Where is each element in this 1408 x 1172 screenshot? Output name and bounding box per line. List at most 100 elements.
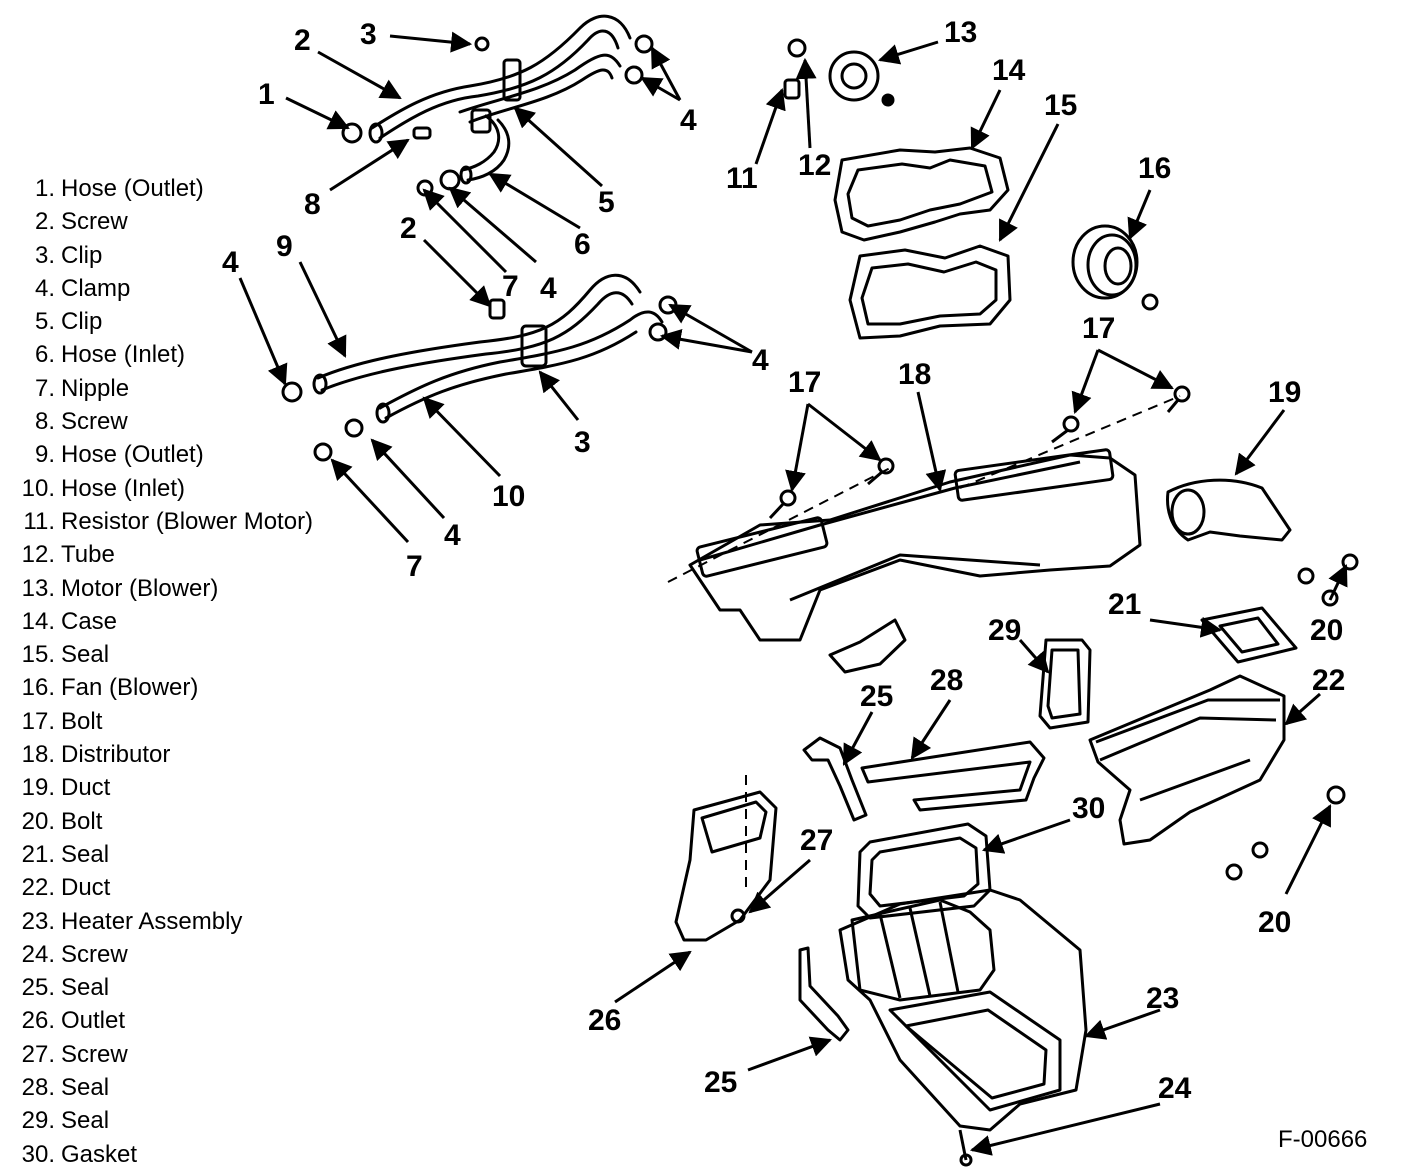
legend-label: Motor (Blower) (61, 574, 219, 602)
legend-number: 24. (21, 940, 55, 968)
legend-item: 23.Heater Assembly (8, 905, 380, 938)
legend-number: 1. (34, 175, 55, 202)
legend-number: 14. (21, 607, 55, 635)
legend-label: Screw (61, 408, 128, 436)
callout-11: 11 (726, 162, 758, 195)
callout-4: 4 (540, 272, 557, 305)
legend-number: 7. (34, 374, 55, 402)
legend-item: 26.Outlet (8, 1004, 380, 1037)
callout-19: 19 (1268, 376, 1301, 409)
legend-label: Bolt (61, 807, 103, 835)
legend-label: Seal (61, 840, 110, 868)
callout-6: 6 (574, 228, 591, 261)
legend-label: Screw (61, 208, 128, 236)
legend-number: 4. (34, 274, 55, 302)
callout-numbers: 1 2 3 4 5 6 8 2 7 4 9 4 4 3 10 4 7 11 12… (222, 16, 1345, 1105)
legend-number: 16. (21, 674, 55, 702)
callout-16: 16 (1138, 152, 1171, 185)
legend-item: 29.Seal (8, 1104, 380, 1137)
callout-1: 1 (258, 78, 275, 111)
hose-group-upper (368, 14, 632, 185)
legend-number: 5. (34, 308, 55, 336)
legend-number: 28. (21, 1074, 55, 1102)
legend-item: 5.Clip (8, 305, 380, 338)
callout-14: 14 (992, 54, 1026, 87)
blower-parts (828, 50, 1159, 340)
legend-label: Hose (Outlet) (61, 175, 204, 202)
seals (798, 638, 1092, 1042)
legend-label: Heater Assembly (61, 907, 243, 935)
legend-number: 8. (34, 408, 55, 436)
callout-5: 5 (598, 186, 615, 219)
legend-item: 20.Bolt (8, 805, 380, 838)
legend-number: 11. (23, 507, 55, 535)
legend-item: 11.Resistor (Blower Motor) (8, 505, 380, 538)
legend-number: 9. (34, 441, 55, 469)
callout-17: 17 (1082, 312, 1115, 345)
callout-7: 7 (502, 270, 519, 303)
callout-27: 27 (800, 824, 833, 857)
legend-number: 20. (21, 807, 55, 835)
legend-label: Seal (61, 1107, 110, 1135)
legend-number: 15. (21, 641, 55, 669)
legend-item: 30.Gasket (8, 1138, 380, 1171)
legend-label: Screw (61, 940, 128, 968)
legend-label: Seal (61, 974, 110, 1002)
legend-item: 15.Seal (8, 638, 380, 671)
callout-25: 25 (860, 680, 893, 713)
legend-item: 9.Hose (Outlet) (8, 438, 380, 471)
callout-10: 10 (492, 480, 525, 513)
legend-label: Clip (61, 241, 103, 269)
legend-label: Resistor (Blower Motor) (61, 507, 314, 535)
legend-number: 13. (21, 574, 55, 602)
legend-item: 3.Clip (8, 239, 380, 272)
callout-4: 4 (680, 104, 697, 137)
legend-number: 29. (21, 1107, 55, 1135)
legend-item: 21.Seal (8, 838, 380, 871)
legend-item: 10.Hose (Inlet) (8, 472, 380, 505)
legend-number: 23. (21, 907, 55, 935)
legend-label: Duct (61, 774, 111, 802)
callout-18: 18 (898, 358, 931, 391)
legend-item: 18.Distributor (8, 738, 380, 771)
legend-item: 7.Nipple (8, 372, 380, 405)
callout-2: 2 (400, 212, 417, 245)
outlet-26 (674, 775, 778, 942)
callout-22: 22 (1312, 664, 1345, 697)
figure-id: F-00666 (1278, 1126, 1368, 1153)
callout-15: 15 (1044, 89, 1077, 122)
leader-arrows (238, 31, 1348, 1156)
legend-number: 30. (21, 1140, 55, 1168)
legend-label: Tube (61, 541, 115, 569)
callout-30: 30 (1072, 792, 1105, 825)
legend-label: Seal (61, 641, 110, 669)
legend-item: 8.Screw (8, 405, 380, 438)
legend-number: 25. (21, 974, 55, 1002)
legend-item: 12.Tube (8, 538, 380, 571)
legend-item: 27.Screw (8, 1038, 380, 1071)
legend-label: Clip (61, 308, 103, 336)
callout-7: 7 (406, 550, 423, 583)
legend-label: Bolt (61, 707, 103, 735)
legend-number: 21. (21, 840, 55, 868)
legend-label: Hose (Inlet) (61, 341, 186, 369)
legend-number: 12. (21, 541, 55, 569)
legend-number: 17. (21, 707, 55, 735)
callout-4: 4 (222, 246, 239, 279)
callout-4: 4 (752, 344, 769, 377)
callout-26: 26 (588, 1004, 621, 1037)
callout-23: 23 (1146, 982, 1179, 1015)
callout-4: 4 (444, 519, 461, 552)
legend-number: 6. (34, 341, 55, 369)
distributor (667, 385, 1191, 674)
legend-item: 22.Duct (8, 871, 380, 904)
callout-9: 9 (276, 230, 293, 263)
legend-number: 22. (21, 874, 55, 902)
callout-12: 12 (798, 149, 831, 182)
callout-29: 29 (988, 614, 1021, 647)
legend-item: 24.Screw (8, 938, 380, 971)
hose-group-lower (312, 273, 664, 424)
legend-number: 3. (34, 241, 55, 269)
